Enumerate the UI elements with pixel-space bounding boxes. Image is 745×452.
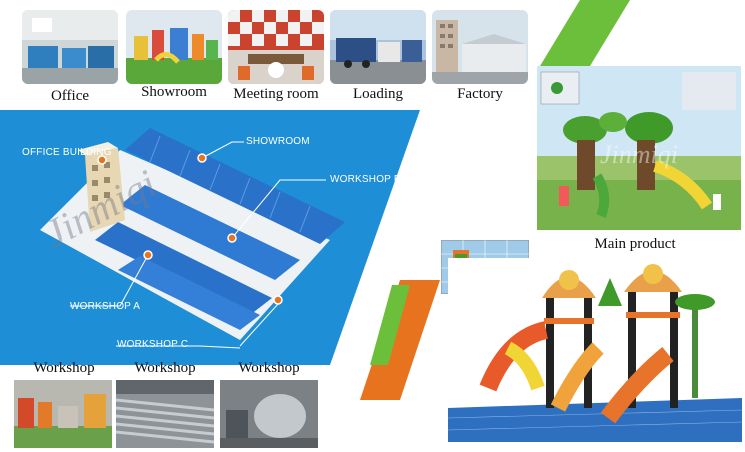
workshop-c-label: WORKSHOP C	[117, 339, 189, 350]
loading-caption: Loading	[353, 86, 403, 102]
main-product-caption: Main product	[594, 236, 676, 252]
workshop-caption-2: Workshop	[134, 360, 196, 376]
water-playground-photo	[448, 258, 742, 442]
office-building-label: OFFICE BUILDING	[22, 147, 112, 158]
workshop-photo-2	[116, 380, 214, 448]
workshop-photo-3	[220, 380, 318, 448]
showroom-label: SHOWROOM	[246, 136, 310, 147]
site-map-panel	[0, 110, 420, 370]
workshop-b-label: WORKSHOP B	[330, 174, 401, 185]
workshop-caption-3: Workshop	[238, 360, 300, 376]
factory-photo	[432, 10, 528, 84]
green-accent-bottom	[370, 285, 410, 365]
green-accent-top	[540, 0, 630, 66]
meeting-room-photo	[228, 10, 324, 84]
factory-caption: Factory	[457, 86, 503, 102]
meeting-room-caption: Meeting room	[233, 86, 319, 102]
workshop-caption-1: Workshop	[33, 360, 95, 376]
product-watermark: Jinmiqi	[600, 140, 678, 169]
office-caption: Office	[50, 88, 90, 104]
loading-photo	[330, 10, 426, 84]
main-product-photo	[537, 66, 741, 230]
office-photo	[22, 10, 118, 84]
workshop-a-label: WORKSHOP A	[70, 301, 141, 312]
workshop-photo-1	[14, 380, 112, 448]
showroom-caption: Showroom	[141, 84, 207, 100]
orange-accent	[360, 280, 440, 400]
showroom-photo	[126, 10, 222, 84]
